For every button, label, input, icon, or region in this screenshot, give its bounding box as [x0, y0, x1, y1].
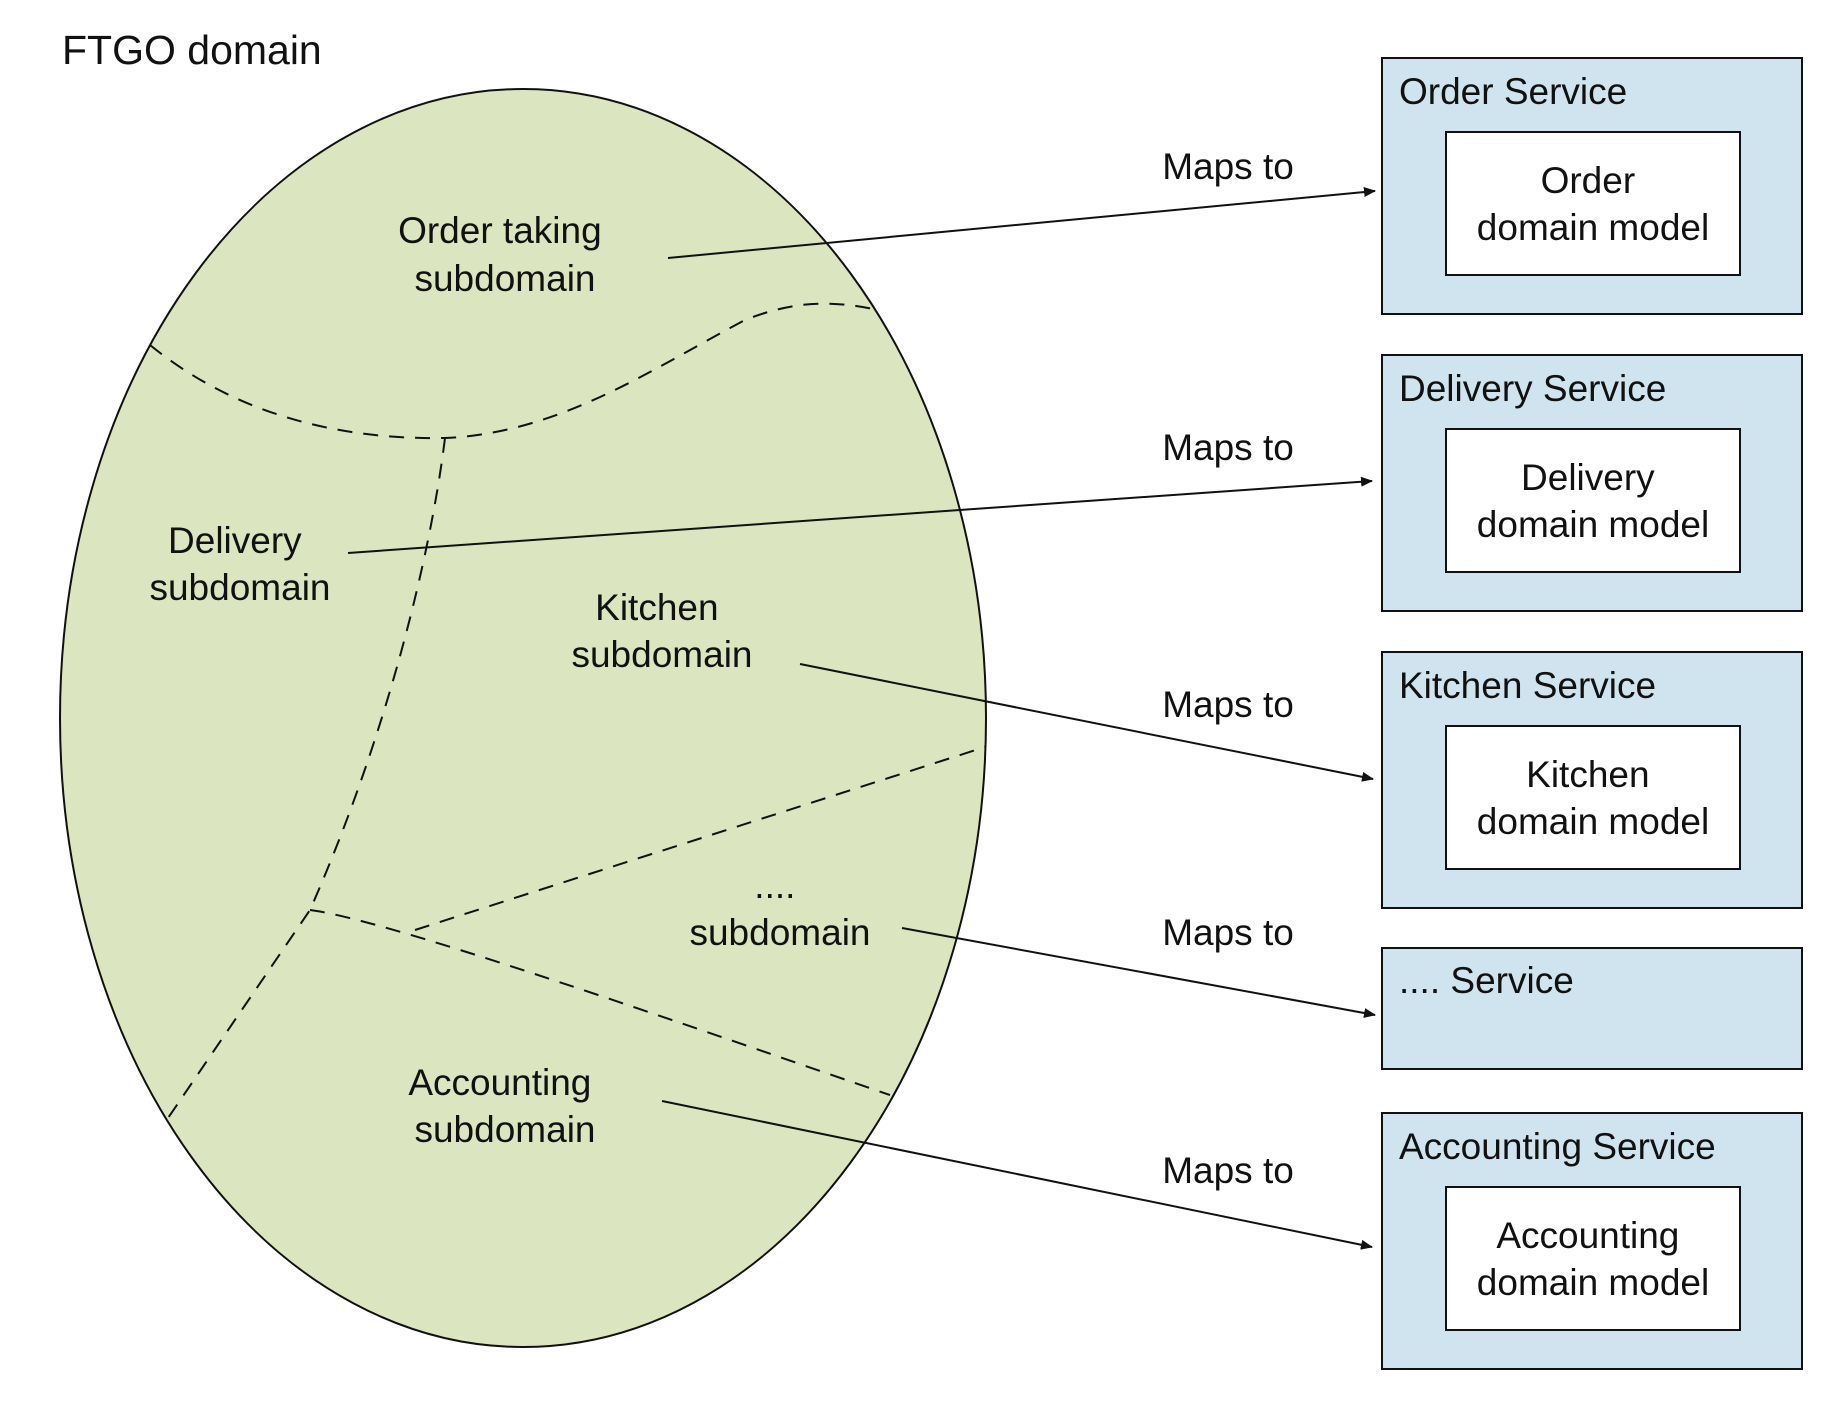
maps-to-label-kitchen: Maps to — [1162, 684, 1294, 725]
service-name: Accounting Service — [1399, 1126, 1716, 1167]
arrow-kitchen-to-service — [799, 663, 1374, 782]
service-kitchen: Kitchen Service Kitchen domain model — [1381, 651, 1803, 909]
arrow-accounting-to-service — [661, 1100, 1373, 1250]
service-box — [1381, 947, 1803, 1070]
accounting-subdomain-label: Accounting subdomain — [408, 1062, 601, 1150]
other-subdomain-label: .... subdomain — [689, 865, 870, 953]
arrow-other-to-service — [901, 927, 1376, 1018]
maps-to-label-other: Maps to — [1162, 912, 1294, 953]
boundary-kitchen-other — [414, 746, 986, 931]
domain-model-box — [1445, 725, 1741, 870]
domain-model-box — [1445, 131, 1741, 276]
service-name: Order Service — [1399, 71, 1627, 112]
service-name: Delivery Service — [1399, 368, 1666, 409]
service-order: Order Service Order domain model — [1381, 57, 1803, 315]
subdomain-labels: Order taking subdomain Delivery subdomai… — [149, 210, 870, 1150]
maps-to-labels: Maps to Maps to Maps to Maps to Maps to — [1162, 146, 1294, 1191]
domain-model-box — [1445, 428, 1741, 573]
kitchen-subdomain-label: Kitchen subdomain — [571, 587, 752, 675]
delivery-subdomain-label: Delivery subdomain — [149, 520, 330, 608]
maps-to-label-order: Maps to — [1162, 146, 1294, 187]
arrow-order-to-service — [667, 187, 1376, 259]
maps-to-label-accounting: Maps to — [1162, 1150, 1294, 1191]
service-name: Kitchen Service — [1399, 665, 1656, 706]
service-name: .... Service — [1399, 960, 1574, 1001]
domain-model-label: Kitchen domain model — [1477, 754, 1709, 842]
service-accounting: Accounting Service Accounting domain mod… — [1381, 1112, 1803, 1370]
service-delivery: Delivery Service Delivery domain model — [1381, 354, 1803, 612]
domain-model-label: Accounting domain model — [1477, 1215, 1709, 1303]
domain-model-box — [1445, 1186, 1741, 1331]
subdomain-boundaries — [149, 302, 986, 1119]
domain-model-label: Order domain model — [1477, 160, 1709, 248]
diagram-title: FTGO domain — [62, 27, 322, 73]
boundary-delivery-kitchen — [167, 437, 446, 1119]
domain-model-label: Delivery domain model — [1477, 457, 1709, 545]
maps-to-label-delivery: Maps to — [1162, 427, 1294, 468]
boundary-order-taking — [149, 302, 879, 440]
mapping-arrows — [347, 187, 1376, 1250]
service-other: .... Service — [1381, 947, 1803, 1070]
order-taking-subdomain-label: Order taking subdomain — [398, 210, 612, 299]
arrow-delivery-to-service — [347, 476, 1373, 554]
ftgo-domain-ellipse — [59, 88, 987, 1348]
